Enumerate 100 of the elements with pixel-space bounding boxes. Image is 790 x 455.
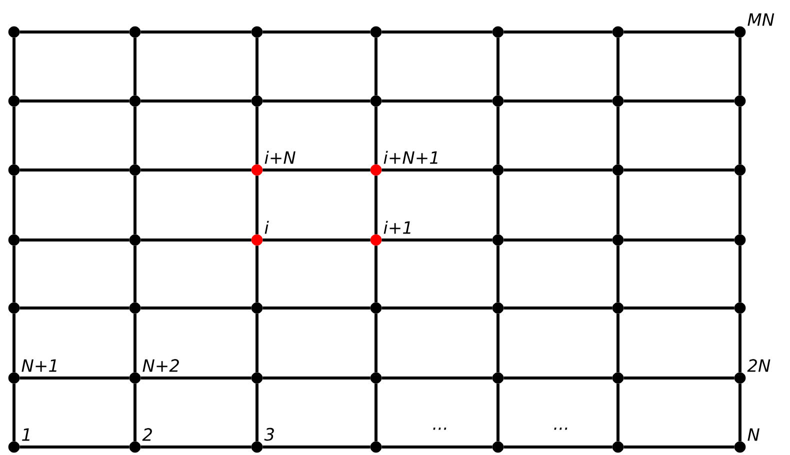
grid-line (256, 384, 258, 442)
grid-line (20, 100, 130, 102)
grid-line (624, 238, 734, 242)
dot (8, 302, 20, 314)
grid-line (738, 176, 742, 234)
node-label: i+N+1 (384, 150, 438, 164)
grid-line (140, 100, 252, 102)
grid-line (616, 246, 620, 302)
grid-line (616, 176, 620, 234)
dot (370, 26, 382, 38)
grid-line (382, 376, 492, 380)
grid-line (134, 38, 136, 96)
grid-line (374, 106, 378, 164)
dot (734, 234, 746, 246)
grid-line (374, 314, 378, 372)
grid-line (504, 168, 612, 172)
grid-line (624, 306, 734, 310)
grid-line (12, 38, 16, 96)
grid-line (140, 30, 252, 34)
grid-line (140, 238, 252, 242)
grid-line (382, 100, 492, 102)
dot (129, 234, 141, 246)
dot (734, 164, 746, 176)
grid-line (262, 445, 370, 448)
dot (251, 372, 263, 384)
dot (612, 95, 624, 107)
grid-line (738, 314, 742, 372)
grid-line (382, 30, 492, 34)
dot (612, 372, 624, 384)
dot (612, 441, 624, 453)
dot (8, 234, 20, 246)
grid-line (504, 30, 612, 34)
grid-line (20, 445, 130, 448)
grid-label: ... (433, 428, 446, 430)
grid-line (374, 38, 378, 96)
dot (492, 372, 504, 384)
dot (370, 302, 382, 314)
grid-line (256, 38, 258, 96)
grid-line (496, 246, 500, 302)
grid-line (624, 100, 734, 102)
node-label: 2 (142, 428, 152, 441)
grid-line (496, 384, 500, 442)
dot (612, 234, 624, 246)
grid-line (134, 384, 136, 442)
grid-label: ... (554, 428, 568, 430)
grid-line (20, 30, 130, 34)
grid-line (262, 30, 370, 34)
node-label: MN (748, 13, 774, 26)
grid-line (624, 376, 734, 380)
grid-line (374, 384, 378, 442)
grid-line (140, 168, 252, 172)
dot (8, 26, 20, 38)
dot (612, 302, 624, 314)
dot (370, 441, 382, 453)
dot (8, 164, 20, 176)
grid-line (140, 306, 252, 310)
grid-line (504, 100, 612, 102)
dot (251, 26, 263, 38)
dot (129, 26, 141, 38)
grid-line (496, 106, 500, 164)
grid-line (496, 38, 500, 96)
grid-line (134, 106, 136, 164)
grid-line (504, 306, 612, 310)
grid-line (12, 384, 16, 442)
node-label: 1 (22, 428, 30, 441)
node-label: N+2 (142, 359, 179, 372)
grid-line (20, 376, 130, 380)
dot (129, 302, 141, 314)
dot (129, 164, 141, 176)
grid-line (374, 176, 378, 234)
node-label: i (264, 220, 269, 234)
grid-line (140, 376, 252, 380)
grid-line (504, 376, 612, 380)
grid-line (504, 445, 612, 448)
grid-line (616, 38, 620, 96)
grid-line (382, 168, 492, 172)
grid-line (12, 176, 16, 234)
grid-line (738, 38, 742, 96)
grid-line (738, 246, 742, 302)
grid-line (262, 376, 370, 380)
grid-line (262, 238, 370, 242)
node-label: 2N (747, 359, 770, 372)
grid-line (256, 246, 258, 302)
dot (734, 302, 746, 314)
dot (492, 234, 504, 246)
dot (129, 95, 141, 107)
grid-line (262, 306, 370, 310)
dot (8, 95, 20, 107)
grid-line (616, 314, 620, 372)
grid-line (496, 314, 500, 372)
grid-line (20, 168, 130, 172)
grid-line (256, 106, 258, 164)
grid-line (738, 106, 742, 164)
grid-line (12, 246, 16, 302)
grid-line (12, 106, 16, 164)
grid-line (20, 238, 130, 242)
grid-line (504, 238, 612, 242)
grid-line (256, 176, 258, 234)
node-label: N+1 (22, 359, 56, 372)
node-label: i+N (264, 150, 296, 164)
